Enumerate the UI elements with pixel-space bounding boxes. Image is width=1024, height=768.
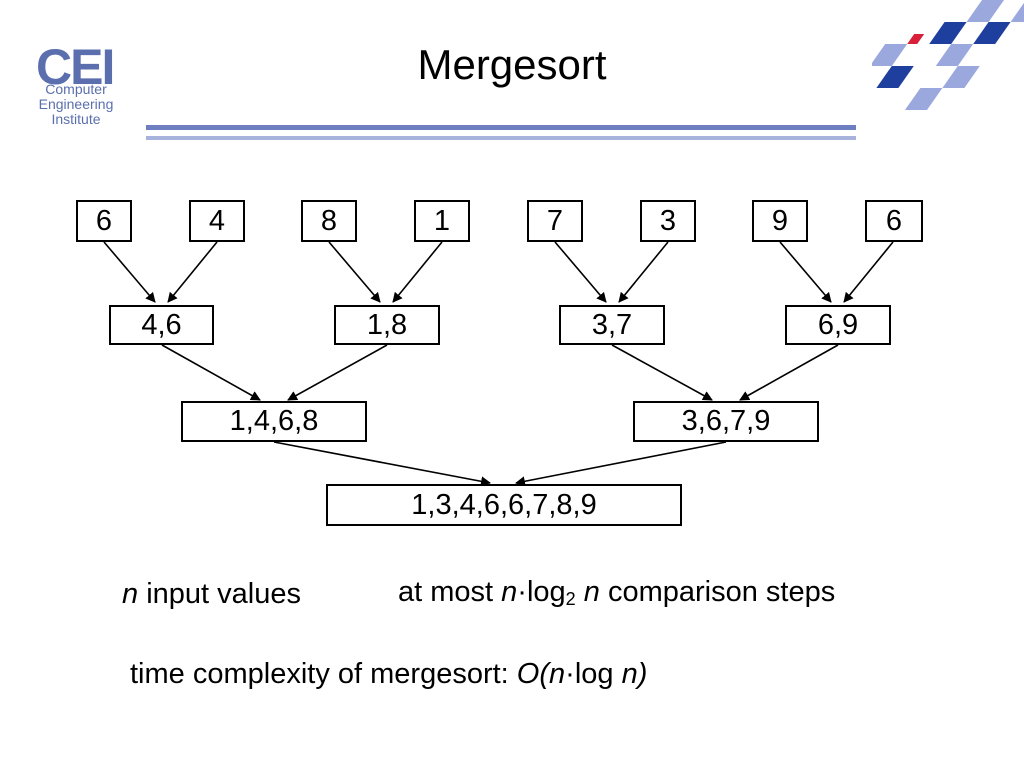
multiply-dot: · [565, 658, 575, 690]
var-n: n [122, 578, 139, 610]
complexity-n-close: n) [621, 658, 648, 690]
arrow [515, 441, 727, 487]
deco-square [876, 66, 914, 88]
arrow [554, 241, 607, 303]
leaf-box-7: 9 [752, 200, 808, 242]
arrow [618, 241, 669, 303]
complexity-o-n: O(n [516, 658, 566, 690]
merge-box-l1-4: 6,9 [785, 305, 891, 345]
deco-square [1010, 0, 1024, 22]
deco-square [966, 0, 1005, 22]
var-n: n [583, 576, 600, 608]
var-n: n [501, 576, 518, 608]
arrow [161, 344, 261, 401]
steps-prefix: at most [398, 576, 502, 608]
merge-box-l1-1: 4,6 [109, 305, 214, 345]
complexity-prefix: time complexity of mergesort: [130, 658, 517, 690]
arrow [287, 344, 388, 401]
arrow [392, 241, 443, 303]
merge-box-l1-2: 1,8 [334, 305, 440, 345]
complexity-note: time complexity of mergesort: O(n·log n) [130, 657, 647, 691]
arrow [167, 241, 218, 303]
multiply-dot: · [517, 576, 527, 608]
leaf-box-5: 7 [527, 200, 583, 242]
logo-line-3: Institute [51, 111, 101, 127]
leaf-box-3: 8 [301, 200, 357, 242]
deco-square [904, 88, 943, 110]
deco-square [929, 22, 967, 44]
comparison-steps-note: at most n·log2 n comparison steps [398, 575, 835, 616]
logo-mark: CEI [36, 39, 115, 95]
logo-line-2: Engineering [38, 96, 114, 112]
slide-title: Mergesort [417, 41, 607, 88]
merge-box-l1-3: 3,7 [559, 305, 665, 345]
arrow [611, 344, 713, 401]
decorative-pattern [872, 0, 1024, 110]
cei-logo: CEI Computer Engineering Institute [26, 14, 136, 134]
log-word: log [526, 576, 566, 608]
leaf-box-1: 6 [76, 200, 132, 242]
leaf-box-8: 6 [865, 200, 923, 242]
logo-line-1: Computer [45, 81, 107, 97]
log-base: 2 [565, 589, 576, 609]
deco-square [935, 44, 974, 66]
input-values-text: input values [138, 578, 301, 610]
leaf-box-6: 3 [640, 200, 696, 242]
arrow [328, 241, 381, 303]
deco-square [973, 22, 1011, 44]
arrow [843, 241, 894, 303]
arrow [779, 241, 832, 303]
title-rule-dark [146, 125, 856, 130]
merge-box-l2-1: 1,4,6,8 [181, 401, 367, 442]
merge-box-l2-2: 3,6,7,9 [633, 401, 819, 442]
title-rule-light [146, 136, 856, 140]
input-values-note: n input values [122, 577, 301, 611]
deco-square [872, 44, 908, 66]
steps-suffix: comparison steps [599, 576, 836, 608]
arrow [103, 241, 156, 303]
arrow [273, 441, 491, 487]
deco-square [942, 66, 980, 88]
leaf-box-4: 1 [414, 200, 470, 242]
leaf-box-2: 4 [189, 200, 245, 242]
arrow [739, 344, 839, 401]
merge-box-result: 1,3,4,6,6,7,8,9 [326, 484, 682, 526]
deco-red-square [907, 34, 925, 44]
complexity-log: log [574, 658, 622, 690]
